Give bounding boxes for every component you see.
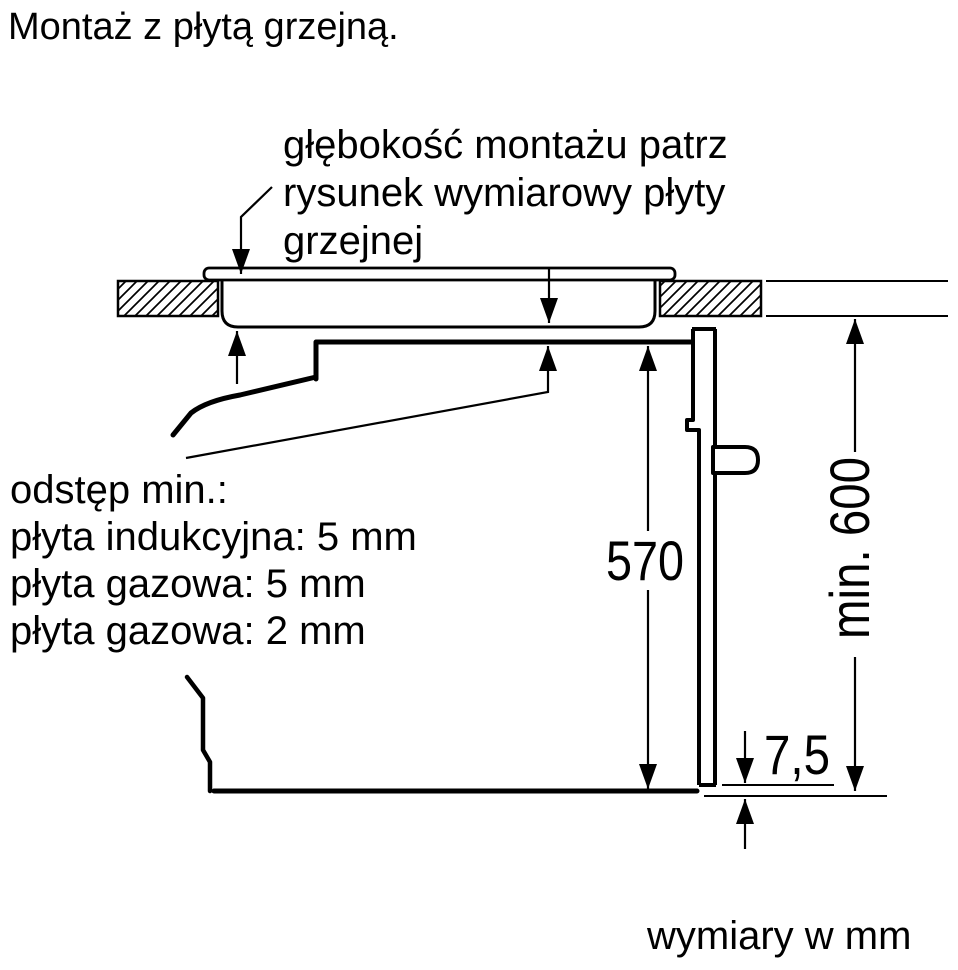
hob xyxy=(202,266,677,329)
hob-depth-annotation: głębokość montażu patrz rysunek wymiarow… xyxy=(283,121,728,265)
annotation-line-1: głębokość montażu patrz xyxy=(283,123,728,167)
clearance-line-2: płyta indukcyjna: 5 mm xyxy=(10,515,417,559)
annotation-line-2: rysunek wymiarowy płyty xyxy=(283,171,726,215)
worktop-hatch-left xyxy=(116,279,220,318)
oven-front xyxy=(685,327,887,797)
worktop xyxy=(116,279,948,318)
dimension-75-label: 7,5 xyxy=(764,723,830,786)
front-right-edge-lower xyxy=(699,473,717,787)
control-knob xyxy=(711,445,760,475)
clearance-line-3: płyta gazowa: 5 mm xyxy=(10,562,366,606)
clearance-note: odstęp min.: płyta indukcyjna: 5 mm płyt… xyxy=(10,467,417,655)
oven-outline xyxy=(170,339,700,794)
units-note: wymiary w mm xyxy=(647,914,912,958)
dimension-570-label: 570 xyxy=(606,529,684,592)
hob-lip xyxy=(202,266,677,282)
dimension-min600-label: min. 600 xyxy=(818,457,881,639)
annotation-line-3: grzejnej xyxy=(283,219,424,263)
oven-bottom-break-line xyxy=(184,674,213,794)
clearance-line-4: płyta gazowa: 2 mm xyxy=(10,609,366,653)
oven-top-break-line xyxy=(170,374,319,438)
leader-arrows xyxy=(185,186,558,460)
hob-tub xyxy=(220,280,657,329)
page-title: Montaż z płytą grzejną. xyxy=(8,6,399,48)
clearance-line-1: odstęp min.: xyxy=(10,468,228,512)
worktop-hatch-right xyxy=(658,279,763,318)
front-left-edge xyxy=(685,329,701,785)
hob-depth-leader-arrow xyxy=(232,186,273,274)
clearance-leader-arrow xyxy=(185,346,557,460)
oven-top-panel xyxy=(313,339,695,382)
